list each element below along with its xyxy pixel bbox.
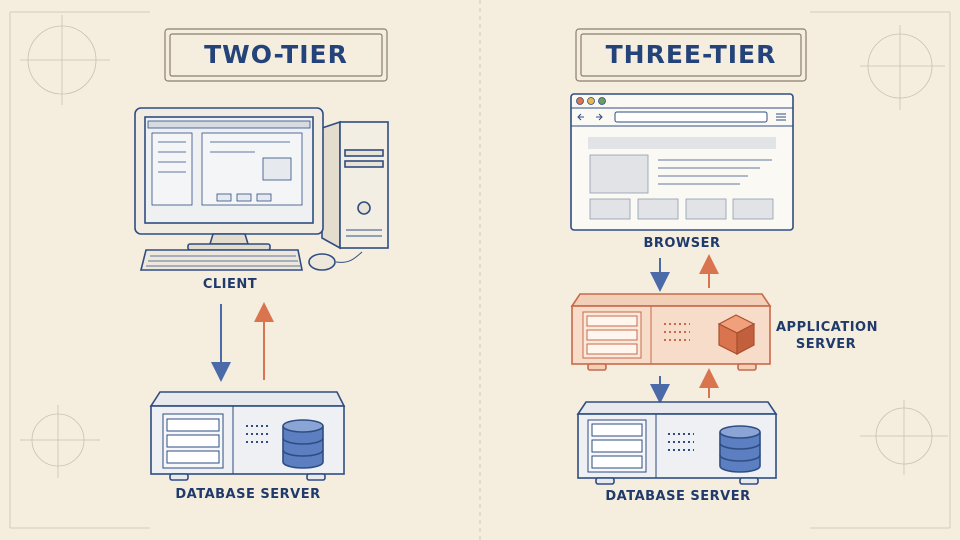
cube-icon — [717, 314, 756, 355]
database-cylinder-icon — [282, 419, 324, 469]
two-tier-title-frame — [164, 28, 388, 82]
client-computer — [134, 107, 389, 271]
tower-case — [321, 120, 389, 250]
application-server — [570, 293, 772, 371]
two-tier-title: TWO-TIER — [204, 40, 348, 69]
browser-label: BROWSER — [643, 236, 721, 251]
three-tier-title-frame — [575, 28, 807, 82]
blueprint-decoration — [9, 0, 951, 540]
keyboard-mouse — [139, 249, 363, 271]
database-cylinder-icon — [719, 425, 761, 473]
three-tier-database-label: DATABASE SERVER — [605, 489, 751, 504]
three-tier-database-server — [576, 401, 778, 485]
client-label: CLIENT — [202, 277, 258, 292]
two-tier-database-label: DATABASE SERVER — [175, 487, 321, 502]
three-tier-title: THREE-TIER — [605, 40, 777, 69]
browser-window — [570, 93, 794, 231]
monitor — [134, 107, 324, 251]
application-label-line2: SERVER — [795, 337, 857, 352]
two-tier-database-server — [149, 391, 346, 481]
application-label-line1: APPLICATION — [776, 320, 878, 335]
